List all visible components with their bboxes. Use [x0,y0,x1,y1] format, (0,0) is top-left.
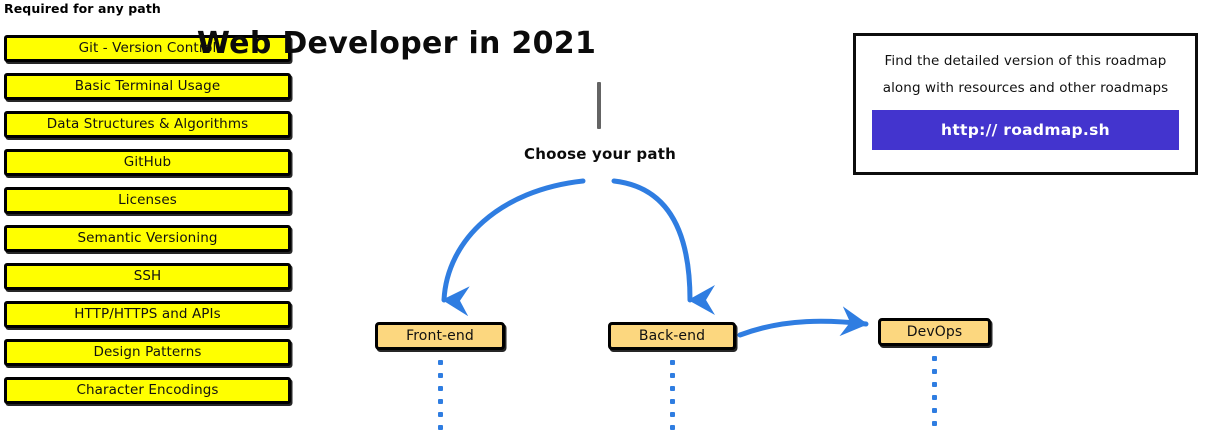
required-item-ssh[interactable]: SSH [4,263,291,290]
trail-dot [670,399,675,404]
required-item-git[interactable]: Git - Version Control [4,35,291,62]
trail-dot [670,360,675,365]
info-box-line-1: Find the detailed version of this roadma… [884,53,1167,69]
required-item-label: Data Structures & Algorithms [46,115,249,132]
trail-dot [932,369,937,374]
roadmap-link-button[interactable]: http:// roadmap.sh [872,110,1179,150]
trail-dot [932,382,937,387]
required-item-label: GitHub [123,153,172,170]
trail-dot [932,408,937,413]
required-item-character-encodings[interactable]: Character Encodings [4,377,291,404]
required-item-label: Basic Terminal Usage [74,77,221,94]
trail-dot [438,399,443,404]
trail-dot [932,356,937,361]
trail-dot [670,373,675,378]
required-item-licenses[interactable]: Licenses [4,187,291,214]
trail-dot [438,386,443,391]
required-item-label: SSH [133,267,162,284]
arrow-to-frontend [441,178,586,317]
required-item-terminal[interactable]: Basic Terminal Usage [4,73,291,100]
required-item-label: Git - Version Control [78,39,217,56]
required-item-label: Design Patterns [93,343,202,360]
required-item-data-structures[interactable]: Data Structures & Algorithms [4,111,291,138]
dotted-trail-frontend [438,360,443,436]
trail-dot [438,412,443,417]
trail-dot [438,360,443,365]
choose-path-label: Choose your path [524,145,676,163]
path-box-label: Front-end [406,328,474,344]
required-section-heading: Required for any path [4,1,161,16]
path-box-backend[interactable]: Back-end [608,322,736,350]
path-box-frontend[interactable]: Front-end [375,322,505,350]
required-item-semantic-versioning[interactable]: Semantic Versioning [4,225,291,252]
path-box-label: DevOps [906,324,963,340]
path-box-devops[interactable]: DevOps [878,318,991,346]
info-box-line-2: along with resources and other roadmaps [882,80,1169,96]
required-item-label: Character Encodings [76,381,219,398]
dotted-trail-backend [670,360,675,436]
required-items-list: Git - Version Control Basic Terminal Usa… [4,35,291,415]
trail-dot [932,421,937,426]
trail-dot [670,412,675,417]
required-item-github[interactable]: GitHub [4,149,291,176]
trail-dot [670,386,675,391]
required-item-http-apis[interactable]: HTTP/HTTPS and APIs [4,301,291,328]
roadmap-link-label: http:// roadmap.sh [941,121,1110,139]
trail-dot [438,373,443,378]
path-box-label: Back-end [638,328,706,344]
required-item-design-patterns[interactable]: Design Patterns [4,339,291,366]
required-item-label: HTTP/HTTPS and APIs [74,305,221,322]
required-item-label: Licenses [118,191,177,208]
arrow-to-backend [611,178,716,315]
info-box: Find the detailed version of this roadma… [853,33,1198,175]
dotted-trail-devops [932,356,937,434]
trail-dot [932,395,937,400]
trail-dot [670,425,675,430]
title-stem-line [597,82,601,129]
required-item-label: Semantic Versioning [77,229,218,246]
trail-dot [438,425,443,430]
arrow-backend-to-devops [737,306,869,338]
